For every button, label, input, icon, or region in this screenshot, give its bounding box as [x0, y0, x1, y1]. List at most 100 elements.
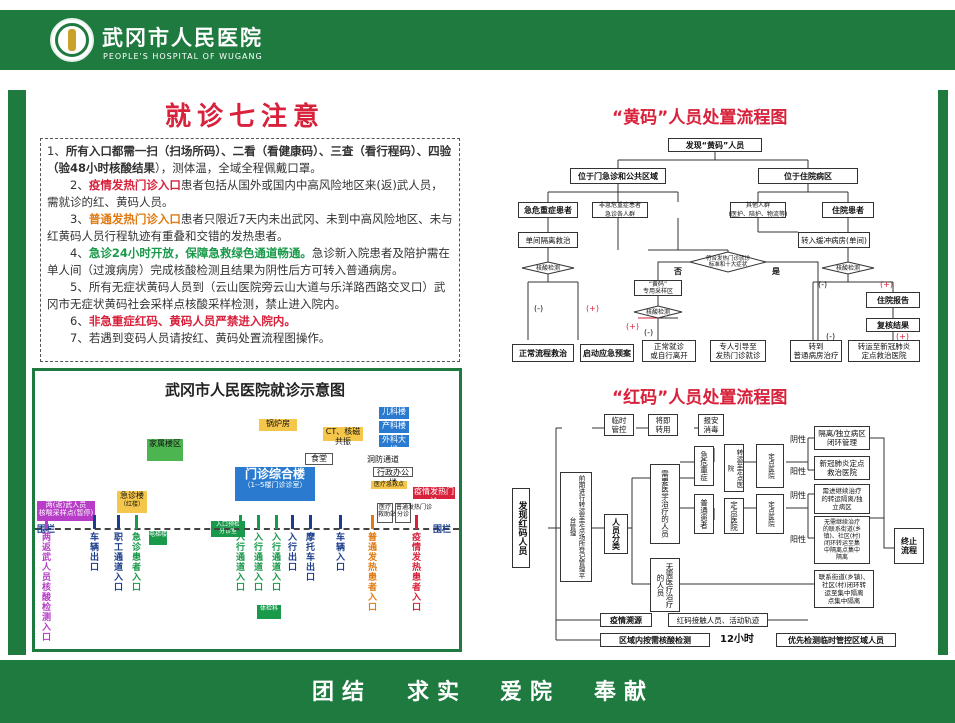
- yf-fever-diamond: 符合发热门诊就诊 标准和十大症状: [705, 256, 750, 268]
- yf-plan: 启动应急预案: [580, 344, 634, 362]
- map-lab: 体检科: [257, 605, 281, 619]
- rf-stat: 报安 消毒: [698, 414, 724, 436]
- yf-single: 单间隔离救治: [518, 232, 578, 248]
- rf-red-track: 红码接触人员、活动轨迹: [668, 613, 768, 627]
- header-band: [0, 10, 955, 70]
- map-weak-area: 两(返)武人员 核酸采样点(暂停): [37, 501, 95, 521]
- yf-test-left: 核酸检测: [535, 264, 560, 272]
- rf-to-fixed: 转运至定点医院: [724, 444, 744, 492]
- notice-box: 1、所有入口都需一扫（扫场所码）、二看（看健康码）、三查（看行程码）、四验（验4…: [40, 138, 460, 362]
- hospital-logo-icon: [50, 18, 94, 62]
- rf-isolate-b: 新冠肺炎定点 救治医院: [814, 456, 870, 480]
- map-side-room: 医疗 救助站: [377, 503, 396, 523]
- map-ward-a: 儿科楼: [379, 407, 409, 419]
- map-gate-label: 职工通道入口: [113, 533, 123, 593]
- notice-item-1: 1、所有入口都需一扫（扫场所码）、二看（看健康码）、三查（看行程码）、四验（验4…: [47, 144, 452, 175]
- map-gate-post: [291, 515, 294, 529]
- rf-isolate-a: 隔离/独立病区 闭环管理: [814, 426, 870, 450]
- yf-pos-4: (+): [896, 332, 909, 341]
- notice-item-2: 2、疫情发热门诊入口患者包括从国外或国内中高风险地区来(返)武人员，需就诊的红、…: [47, 178, 443, 209]
- rf-release: 优先检测临时管控区域人员: [776, 633, 896, 647]
- map-fence-left: 围栏: [37, 525, 56, 535]
- yf-yes: 是: [772, 267, 780, 276]
- rf-pos2: 阳性: [790, 535, 806, 544]
- map-boiler: 锅炉房: [259, 419, 297, 431]
- map-stairs: 电梯楼: [149, 531, 167, 545]
- map-title: 武冈市人民医院就诊示意图: [165, 381, 346, 399]
- map-gate-post: [45, 515, 48, 529]
- yf-start: 发现“黄码”人员: [668, 138, 762, 152]
- notice-title: 就诊七注意: [165, 102, 326, 132]
- map-gate-label: 疫情发热患者入口: [411, 533, 421, 613]
- yellow-flow-title: “黄码”人员处置流程图: [612, 108, 788, 128]
- hospital-map: 武冈市人民医院就诊示意图 锅炉房 CT、核磁共振 儿科楼 产科楼 外科大楼 家属…: [32, 368, 462, 652]
- yf-test-mid: 核酸检测: [645, 308, 670, 316]
- yf-test-right: 核酸检测: [835, 264, 860, 272]
- map-gate-post: [371, 515, 374, 529]
- map-gate-post: [339, 515, 342, 529]
- rf-discover: 发现红码人员: [512, 488, 530, 568]
- rf-nearby: 将即 转用: [648, 414, 678, 436]
- header: 武冈市人民医院 PEOPLE'S HOSPITAL OF WUGANG: [0, 0, 955, 88]
- map-fever-door: 疫情发热门诊: [413, 487, 455, 506]
- yf-yellow-zone: “黄码” 专用采样区: [634, 280, 682, 296]
- yf-inpatient: 住院患者: [822, 202, 874, 218]
- map-emergency: 急诊楼 （红楼）: [117, 491, 147, 513]
- rf-epi: 疫情溯源: [600, 613, 652, 627]
- yf-other: 其他人群 (医护、陪护、物流等): [728, 202, 788, 218]
- map-ward-b: 产科楼: [379, 421, 409, 433]
- map-gen-fever: 普通发热门诊 分诊: [395, 503, 432, 523]
- map-gate-post: [257, 515, 260, 529]
- yf-left: 位于门急诊和公共区域: [570, 168, 666, 184]
- map-gate-label: 摩托车出口: [305, 533, 315, 583]
- rf-confirm: 需要医学治疗的人员: [650, 464, 680, 544]
- yf-transfer: 转入缓冲病房(单间): [798, 232, 870, 248]
- motto-4: 奉献: [594, 680, 655, 705]
- yf-result: 复核结果: [866, 318, 920, 332]
- yf-neg-1: (-): [534, 304, 544, 313]
- notice-item-4: 4、急诊24小时开放，保障急救绿色通道畅通。急诊新入院患者及陪护需在单人间（过渡…: [47, 246, 450, 277]
- motto-1: 团结: [312, 680, 373, 705]
- map-gate-label: 车辆出口: [89, 533, 99, 573]
- map-gate-label: 急诊患者入口: [131, 533, 141, 593]
- map-ward-c: 外科大楼: [379, 435, 409, 454]
- map-gate-label: 车辆入口: [335, 533, 345, 573]
- motto-2: 求实: [407, 680, 468, 705]
- notice-item-7: 7、若遇到变码人员请按红、黄码处置流程图操作。: [70, 331, 331, 345]
- map-gate-post: [135, 515, 138, 529]
- red-flowchart: 发现红码人员 临时 管控 将即 转用 报安 消毒 前期进行转运至定点场所登记管理…: [508, 408, 932, 656]
- rf-pos: 阳性: [790, 467, 806, 476]
- map-hall: 行政办公楼: [373, 467, 413, 487]
- yf-emerg: 急危重症患者: [518, 202, 578, 218]
- red-flow-lines: [548, 427, 894, 641]
- map-gate-post: [415, 515, 418, 529]
- map-channel: 洞防通道: [367, 455, 399, 464]
- map-gate-post: [117, 515, 120, 529]
- map-gate-post: [239, 515, 242, 529]
- rf-end: 终止 流程: [894, 528, 924, 564]
- yf-nonemerg: 非急危重症患者 急诊各人群: [592, 202, 648, 218]
- yellow-flow-lines: [521, 152, 894, 340]
- rf-contact: 联系街道(乡镇)、 社区(村)闭环转 运至集中隔离 点集中隔离: [814, 570, 874, 608]
- yf-report: 住院报告: [866, 292, 920, 308]
- rf-fixed: 定点医院: [724, 498, 744, 534]
- notice-item-6: 6、非急重症红码、黄码人员严禁进入院内。: [70, 314, 296, 328]
- yf-pos-1: (+): [586, 304, 599, 313]
- left-frame: [8, 90, 26, 655]
- rf-no-treat: 无需医疗治疗的人员: [650, 558, 680, 612]
- footer: 团结 求实 爱院 奉献: [0, 660, 955, 723]
- rf-general: 普通患者: [694, 494, 714, 534]
- yf-neg-4: (-): [826, 332, 836, 341]
- yf-right: 位于住院病区: [758, 168, 858, 184]
- right-frame: [938, 90, 948, 655]
- map-gate-post: [309, 515, 312, 529]
- rf-test1: 定点医院: [756, 444, 784, 488]
- map-family: 家属楼区: [147, 439, 183, 461]
- map-gate-label: 普通发热患者入口: [367, 533, 377, 613]
- map-gate-label: 入行通道入口: [253, 533, 263, 593]
- map-gate-label: 入行通道入口: [271, 533, 281, 593]
- yf-normal: 正常流程救治: [512, 344, 574, 362]
- rf-neg: 阴性: [790, 435, 806, 444]
- map-fence-right: 围栏: [433, 525, 452, 535]
- yf-go: 正常就诊 或自行离开: [642, 340, 696, 362]
